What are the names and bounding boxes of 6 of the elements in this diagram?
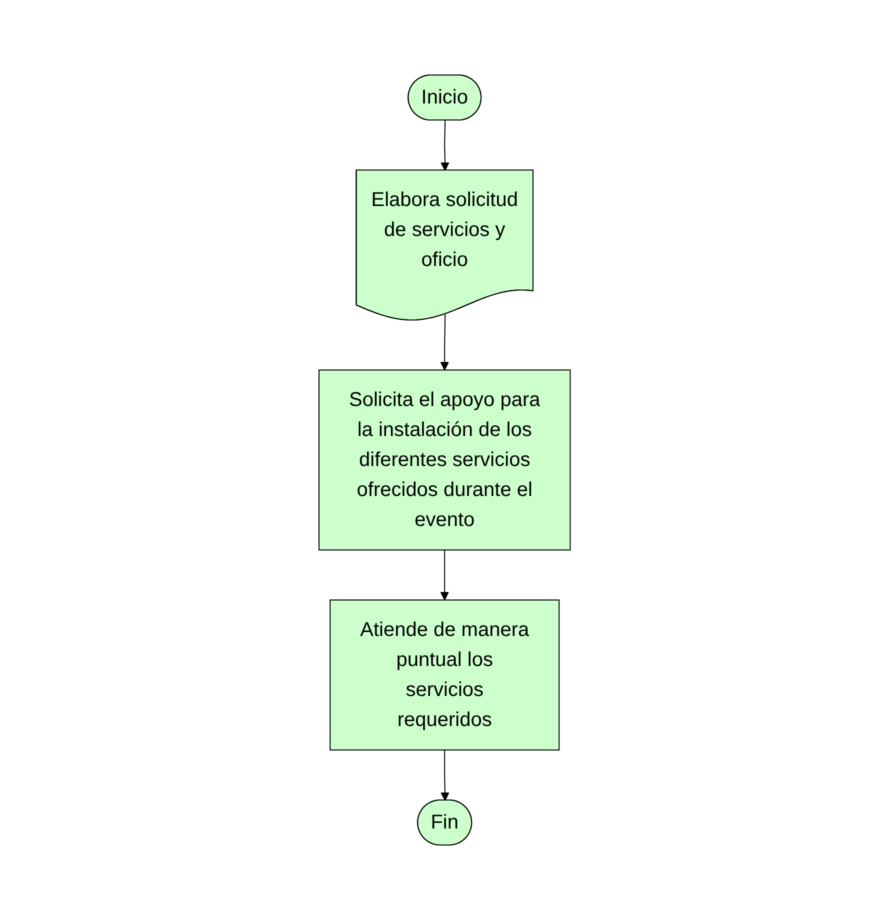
- arrow: [440, 120, 450, 171]
- node-box: Atiende de manera puntual los servicios requeridos: [329, 599, 560, 750]
- arrow: [440, 749, 450, 801]
- arrow: [440, 549, 449, 600]
- arrow: [440, 314, 449, 370]
- node-box: Solicita el apoyo para la instalación de los diferentes servicios ofrecidos durante el evento: [318, 369, 571, 550]
